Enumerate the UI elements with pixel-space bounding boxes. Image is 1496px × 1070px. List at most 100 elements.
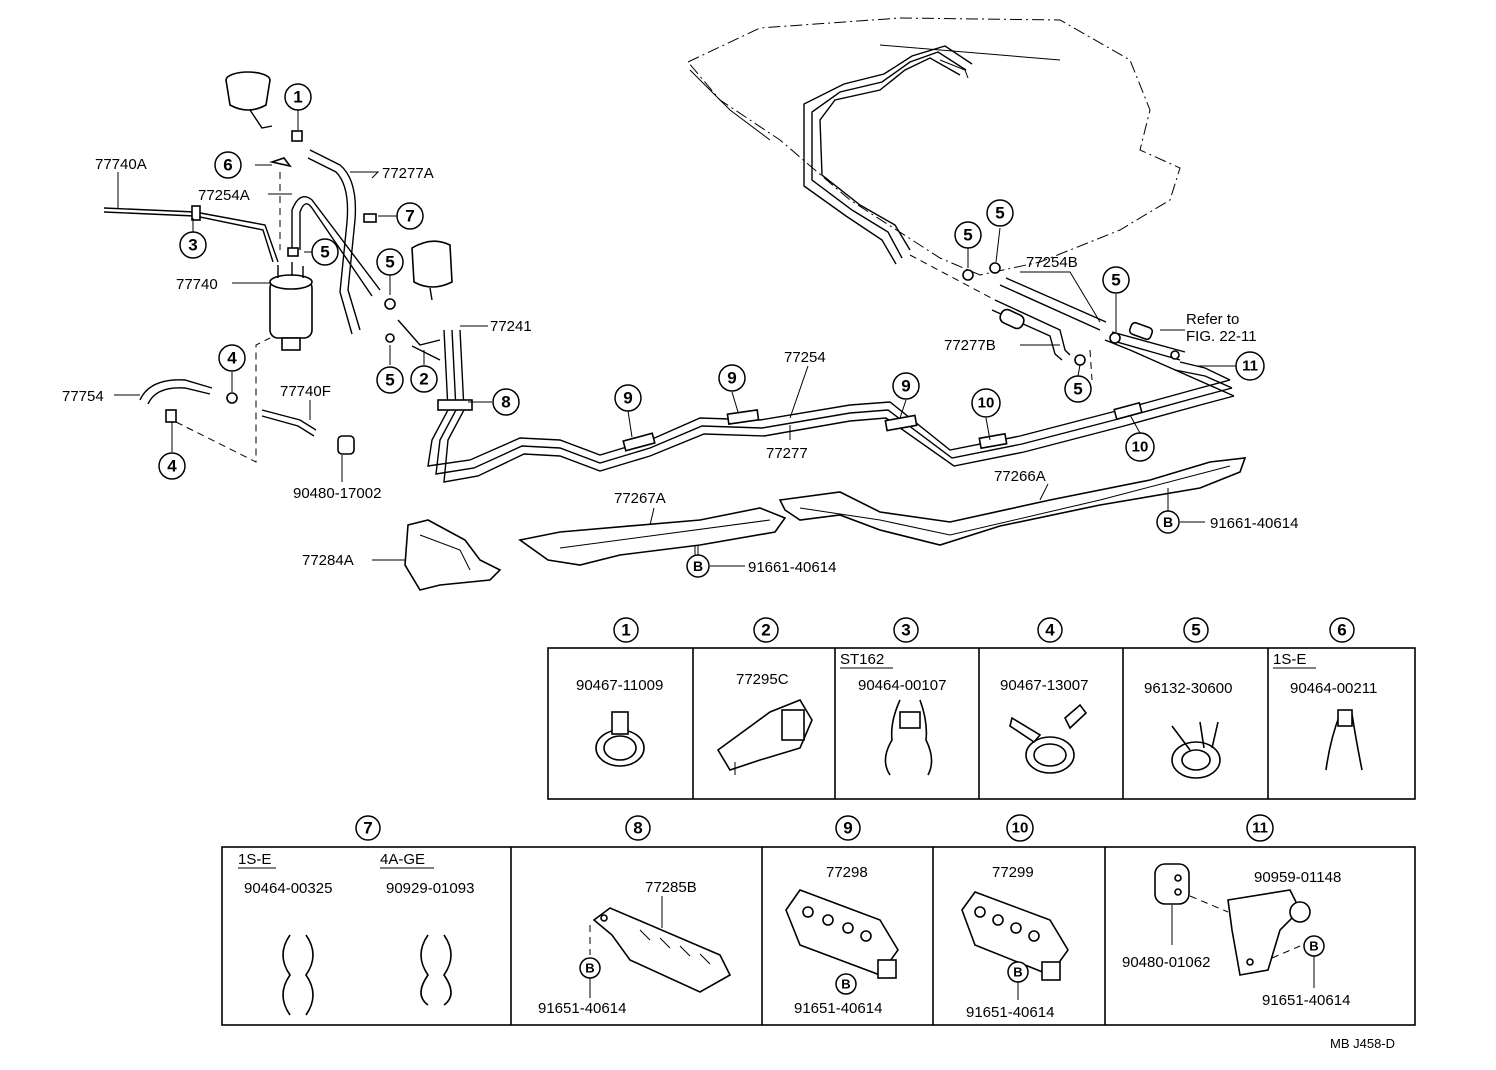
clip-3-drawing [884,699,933,776]
label-77740A: 77740A [95,156,147,173]
detail-10-b: B [1013,965,1022,980]
left-components [103,71,453,463]
detail-5-num: 5 [1191,621,1200,640]
label-77277B: 77277B [944,337,996,354]
callout-6-text: 6 [223,156,232,175]
callout-b-text: B [1163,514,1173,530]
refer-to-label: Refer to [1186,311,1239,328]
upper-right-hoses [909,254,1186,381]
detail-10-part: 77299 [992,864,1034,881]
callout-11-text: 11 [1242,358,1258,375]
detail-6-part: 90464-00211 [1290,680,1377,697]
detail-8-bolt: 91651-40614 [538,1000,626,1017]
detail-2-part: 77295C [736,671,789,688]
detail-4-num: 4 [1045,621,1055,640]
detail-1-num: 1 [621,621,630,640]
detail-row-2: 7 8 9 10 11 1S-E 4A-GE 90464-00325 90929… [221,814,1416,1026]
detail-5-part: 96132-30600 [1144,680,1232,697]
clamp-5-drawing [1171,721,1221,779]
callout-10-text: 10 [978,395,995,412]
detail-1-part: 90467-11009 [576,677,663,694]
detail-8-b: B [585,961,594,976]
callout-b-text: B [693,558,703,574]
bracket-2-drawing [716,699,813,775]
detail-3-sub: ST162 [840,651,884,668]
callout-8-text: 8 [501,393,510,412]
detail-6-num: 6 [1337,621,1346,640]
callout-5-text: 5 [963,226,972,245]
callout-9-text: 9 [901,377,910,396]
callout-10-text: 10 [1132,439,1149,456]
detail-11-part-a: 90959-01148 [1254,869,1341,886]
label-90480-17002: 90480-17002 [293,485,381,502]
callout-4-text: 4 [227,349,237,368]
label-77740: 77740 [176,276,218,293]
detail-10-num: 10 [1012,820,1029,837]
callout-9-text: 9 [727,369,736,388]
callout-9-text: 9 [623,389,632,408]
callout-1 [284,83,312,111]
label-77284A: 77284A [302,552,354,569]
detail-9-part: 77298 [826,864,868,881]
clamp-10-drawing [961,891,1069,981]
detail-7-sub-a: 1S-E [238,851,271,868]
callout-5-text: 5 [320,243,329,262]
figure-ref-label: FIG. 22-11 [1186,328,1257,345]
label-77266A: 77266A [994,468,1046,485]
clip-7b-drawing [420,934,452,1006]
clamp-4-drawing [1009,703,1088,774]
callout-1-text: 1 [293,88,302,107]
detail-11-b: B [1309,939,1318,954]
label-77740F: 77740F [280,383,331,400]
callout-5-text: 5 [1073,380,1082,399]
detail-2-num: 2 [761,621,770,640]
clamp-1-drawing [595,711,645,767]
clip-6-drawing [1325,709,1363,771]
detail-7-sub-b: 4A-GE [380,851,425,868]
detail-8-part: 77285B [645,879,697,896]
main-fuel-pipes [427,329,1235,483]
callout-2-text: 2 [419,370,428,389]
detail-7-part-b: 90929-01093 [386,880,474,897]
clamp-11-drawing [1154,863,1311,976]
callout-3-text: 3 [188,236,197,255]
callout-4-text: 4 [167,457,177,476]
label-77267A: 77267A [614,490,666,507]
figure-code: MB J458-D [1330,1036,1395,1051]
label-77254A: 77254A [198,187,250,204]
protectors [404,457,1247,591]
detail-11-bolt: 91651-40614 [1262,992,1350,1009]
label-77754: 77754 [62,388,104,405]
detail-8-num: 8 [633,819,642,838]
callout-5-text: 5 [385,253,394,272]
label-77254: 77254 [784,349,826,366]
callout-5-text: 5 [995,204,1004,223]
label-77254B: 77254B [1026,254,1078,271]
detail-10-bolt: 91651-40614 [966,1004,1054,1021]
detail-7-num: 7 [363,819,372,838]
detail-9-num: 9 [843,819,852,838]
detail-11-num: 11 [1252,820,1268,837]
detail-row-1: 1 2 3 4 5 6 90467-11009 77295C ST162 904… [547,617,1416,800]
detail-9-b: B [841,977,850,992]
detail-4-part: 90467-13007 [1000,677,1088,694]
callout-5-text: 5 [385,371,394,390]
callout-7-text: 7 [405,207,414,226]
detail-6-sub: 1S-E [1273,651,1306,668]
detail-9-bolt: 91651-40614 [794,1000,882,1017]
callouts: 1 6 3 5 7 5 5 4 4 2 8 9 9 9 10 10 5 5 5 … [158,83,1265,578]
detail-11-part-b: 90480-01062 [1122,954,1210,971]
label-91661-40614: 91661-40614 [1210,515,1298,532]
clip-7a-drawing [282,934,314,1016]
label-77277: 77277 [766,445,808,462]
part-labels: 77740A 77254A 77277A 77740 77754 77740F … [62,156,1298,576]
label-91661-40614: 91661-40614 [748,559,836,576]
clamp-9-drawing [785,889,899,979]
label-77277A: 77277A [382,165,434,182]
leader-lines [114,110,1236,567]
detail-7-part-a: 90464-00325 [244,880,332,897]
detail-3-part: 90464-00107 [858,677,946,694]
label-77241: 77241 [490,318,532,335]
